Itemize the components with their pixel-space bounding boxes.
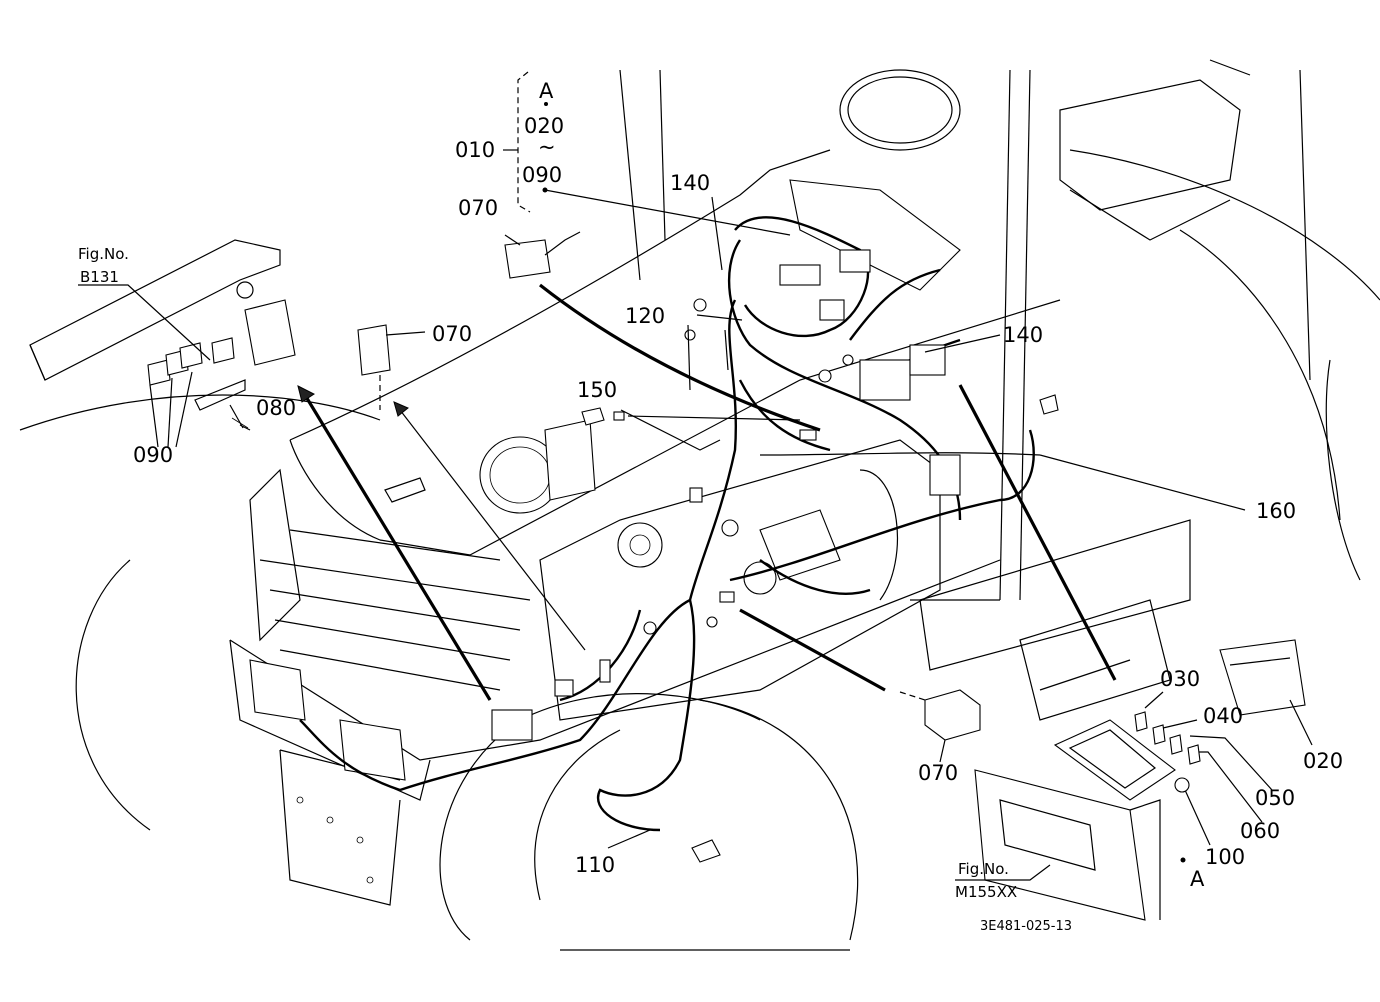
callout-070-left: 070	[432, 322, 472, 346]
callout-080: 080	[256, 396, 296, 420]
callout-030: 030	[1160, 667, 1200, 691]
fig-ref-right-label: Fig.No.	[958, 860, 1009, 878]
callout-110: 110	[575, 853, 615, 877]
group-range-sep: ~	[538, 135, 556, 159]
callout-160: 160	[1256, 499, 1296, 523]
leader-lines	[78, 71, 1313, 881]
callout-070-top: 070	[458, 196, 498, 220]
callout-090: 090	[133, 443, 173, 467]
callout-010: 010	[455, 138, 495, 162]
group-dot	[544, 102, 548, 106]
callout-140-right: 140	[1003, 323, 1043, 347]
callout-070-bottom: 070	[918, 761, 958, 785]
callout-020: 020	[1303, 749, 1343, 773]
group-range-end: 090	[522, 163, 562, 187]
callout-050: 050	[1255, 786, 1295, 810]
fig-ref-right-code: M155XX	[955, 883, 1017, 901]
fig-ref-left-label: Fig.No.	[78, 245, 129, 263]
callout-060: 060	[1240, 819, 1280, 843]
labels: 010 A 020 ~ 090 070 140 120 070 140 150 …	[78, 79, 1343, 934]
callout-040: 040	[1203, 704, 1243, 728]
tractor-outline	[19, 59, 1380, 951]
group-title: A	[539, 79, 554, 103]
marker-a-bottom: A	[1190, 867, 1205, 891]
callout-150: 150	[577, 378, 617, 402]
callout-120: 120	[625, 304, 665, 328]
callout-100: 100	[1205, 845, 1245, 869]
group-range-start: 020	[524, 114, 564, 138]
drawing-number: 3E481-025-13	[980, 919, 1072, 934]
fig-ref-left-code: B131	[80, 268, 119, 286]
assembly-arrows	[297, 283, 1117, 701]
wire-harness	[299, 216, 1059, 863]
callout-140-top: 140	[670, 171, 710, 195]
